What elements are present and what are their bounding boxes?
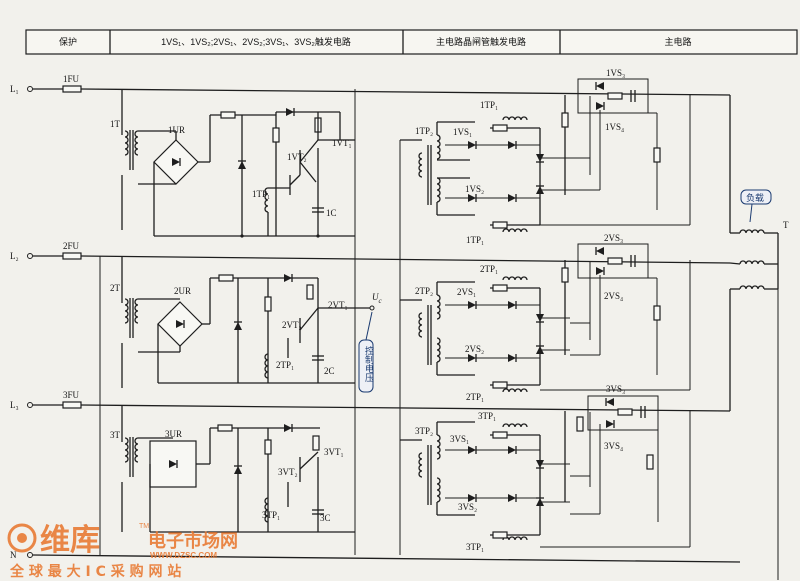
phase-2-main-trigger: 2TP₂ 2TP₁ 2VS₁ 2VS₂ 2TP₁ [400, 264, 570, 402]
header-table: 保护 1VS₁、1VS₂;2VS₁、2VS₂;3VS₁、3VS₂触发电路 主电路… [25, 29, 798, 55]
watermark-url: WWW.DZSC.COM [150, 551, 217, 560]
label-1tp1: 1TP₁ [252, 189, 270, 199]
label-1ur: 1UR [168, 125, 185, 135]
label-2vs4: 2VS₄ [604, 291, 623, 301]
phase-3-main-trigger: 3TP₂ 3TP₁ 3VS₁ 3VS₂ 3TP₁ [400, 411, 570, 552]
label-3tp2: 3TP₂ [415, 426, 433, 436]
label-2vs2: 2VS₂ [465, 344, 484, 354]
label-3tp1-top: 3TP₁ [478, 411, 496, 421]
fuse-label-3fu: 3FU [63, 390, 80, 400]
phase-3-main-circuit: 3VS₃ 3VS₄ [540, 384, 691, 548]
watermark-slogan: 全 球 最 大 I C 采 购 网 站 [9, 563, 181, 580]
header-main-thyristor-trigger: 主电路晶闸管触发电路 [436, 36, 526, 47]
watermark-tm: TM [139, 523, 149, 530]
fuse-label-2fu: 2FU [63, 241, 80, 251]
load-windings: T 负载 [729, 95, 789, 580]
fuse-2fu [62, 252, 82, 260]
phase-1-trigger-circuit: 1T 1UR 1VT₁ 1VT₂ 1TP₁ 1C [110, 89, 355, 238]
label-1vs2: 1VS₂ [465, 184, 484, 194]
phase-1-main-circuit: 1VS₃ 1VS₄ [540, 68, 691, 226]
phase-2-main-circuit: 2VS₃ 2VS₄ [540, 233, 691, 391]
header-main-circuit: 主电路 [664, 36, 691, 47]
label-1vt2: 1VT₂ [287, 152, 307, 162]
watermark-brand: 维库 [40, 523, 100, 558]
load-label: 负载 [746, 192, 764, 203]
line-label-l2: L₂ [10, 251, 19, 261]
header-protection: 保护 [59, 36, 77, 47]
label-2t: 2T [110, 283, 121, 293]
line-label-l3: L₃ [10, 400, 19, 410]
dzsc-watermark: 维库 TM 电子市场网 WWW.DZSC.COM 全 球 最 大 I C 采 购… [7, 523, 238, 580]
line-label-l1: L₁ [10, 84, 19, 94]
label-1c: 1C [326, 208, 337, 218]
control-voltage-label: 控制电压 [364, 345, 374, 383]
label-2tp1-bottom: 2TP₁ [466, 392, 484, 402]
label-3vt1: 3VT₁ [324, 447, 344, 457]
fuse-label-1fu: 1FU [63, 74, 80, 84]
label-2vt2: 2VT₂ [282, 320, 302, 330]
phase-1-main-trigger: 1TP₂ 1TP₁ 1VS₁ 1VS₂ 1TP₁ [400, 100, 570, 245]
phase-3-trigger-circuit: 3T 3UR 3VT₁ 3VT₂ 3TP₁ 3C [110, 405, 355, 533]
label-2ur: 2UR [174, 286, 191, 296]
label-3t: 3T [110, 430, 121, 440]
fuse-1fu [62, 85, 82, 93]
label-2c: 2C [324, 366, 335, 376]
label-1tp1-bottom: 1TP₁ [466, 235, 484, 245]
terminal-t-label: T [783, 220, 789, 230]
label-1vt1: 1VT₁ [332, 138, 352, 148]
label-3tp1: 3TP₁ [262, 510, 280, 520]
fuse-3fu [62, 401, 82, 409]
label-2tp1: 2TP₁ [276, 360, 294, 370]
line-label-n: N [10, 550, 17, 560]
label-2vs1: 2VS₁ [457, 287, 476, 297]
uc-label: Uc [372, 292, 383, 305]
label-2vt1: 2VT₁ [328, 300, 348, 310]
label-3c: 3C [320, 513, 331, 523]
label-2tp2: 2TP₂ [415, 286, 433, 296]
label-3vs2: 3VS₂ [458, 502, 477, 512]
label-1t: 1T [110, 119, 121, 129]
label-3tp1-bottom: 3TP₁ [466, 542, 484, 552]
label-3vs1: 3VS₁ [450, 434, 469, 444]
label-3ur: 3UR [165, 429, 182, 439]
label-3vs3: 3VS₃ [606, 384, 625, 394]
label-1vs1: 1VS₁ [453, 127, 472, 137]
label-1tp1-top: 1TP₁ [480, 100, 498, 110]
label-1tp2: 1TP₂ [415, 126, 433, 136]
label-3vt2: 3VT₂ [278, 467, 298, 477]
watermark-tagline: 电子市场网 [148, 530, 238, 552]
supply-lines: L₁ L₂ L₃ N 1FU 2FU 3FU [10, 74, 741, 563]
label-3vs4: 3VS₄ [604, 441, 623, 451]
label-2vs3: 2VS₃ [604, 233, 623, 243]
label-2tp1-top: 2TP₁ [480, 264, 498, 274]
phase-2-trigger-circuit: 2T 2UR 2VT₁ 2VT₂ 2TP₁ 2C [110, 256, 375, 388]
label-1vs4: 1VS₄ [605, 122, 624, 132]
header-trigger-circuit: 1VS₁、1VS₂;2VS₁、2VS₂;3VS₁、3VS₂触发电路 [161, 36, 351, 47]
control-voltage-callout: 控制电压 [358, 311, 374, 393]
label-1vs3: 1VS₃ [606, 68, 625, 78]
